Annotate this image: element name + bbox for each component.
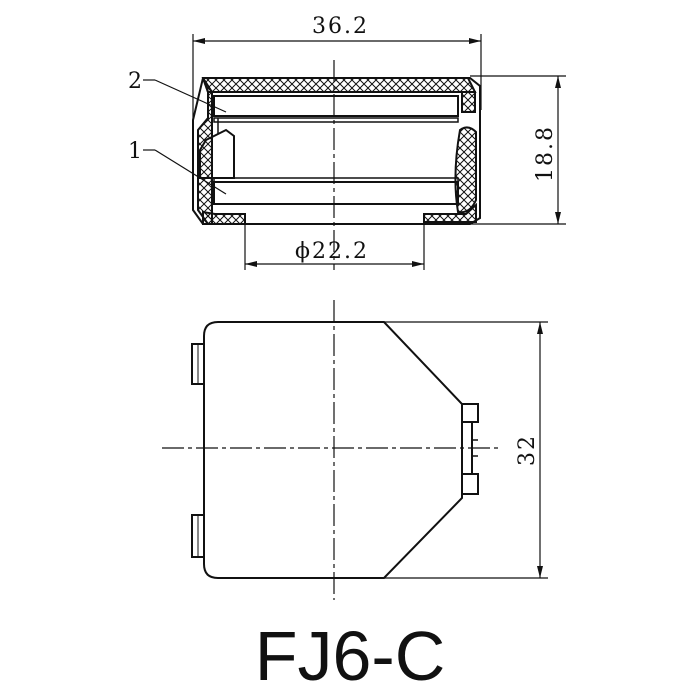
dimension-bottom-height: 32 — [384, 321, 548, 579]
callout-2-label: 2 — [128, 69, 142, 94]
callout-1: 1 — [128, 139, 227, 195]
dimension-inner-diameter-label: ϕ22.2 — [295, 239, 369, 264]
plan-body-outline — [203, 321, 463, 579]
housing-wall — [192, 77, 481, 225]
callout-2: 2 — [128, 69, 227, 113]
terminal-pin — [199, 118, 235, 179]
inner-layer-2 — [213, 95, 459, 123]
dimension-top-width-label: 36.2 — [312, 14, 369, 39]
dimension-top-width: 36.2 — [192, 14, 482, 120]
right-connector — [461, 403, 479, 495]
section-view: 36.2 18.8 — [128, 14, 566, 270]
dimension-bottom-height-label: 32 — [515, 434, 540, 466]
callout-1-label: 1 — [128, 139, 142, 164]
dimension-inner-diameter: ϕ22.2 — [244, 214, 425, 270]
model-name: FJ6-C — [255, 617, 446, 695]
dimension-height-label: 18.8 — [533, 125, 558, 182]
dimension-height: 18.8 — [470, 75, 566, 225]
plan-view: 32 — [162, 300, 548, 600]
left-clip-top — [191, 343, 205, 385]
left-clip-bottom — [191, 514, 205, 558]
inner-layer-1 — [213, 177, 459, 205]
